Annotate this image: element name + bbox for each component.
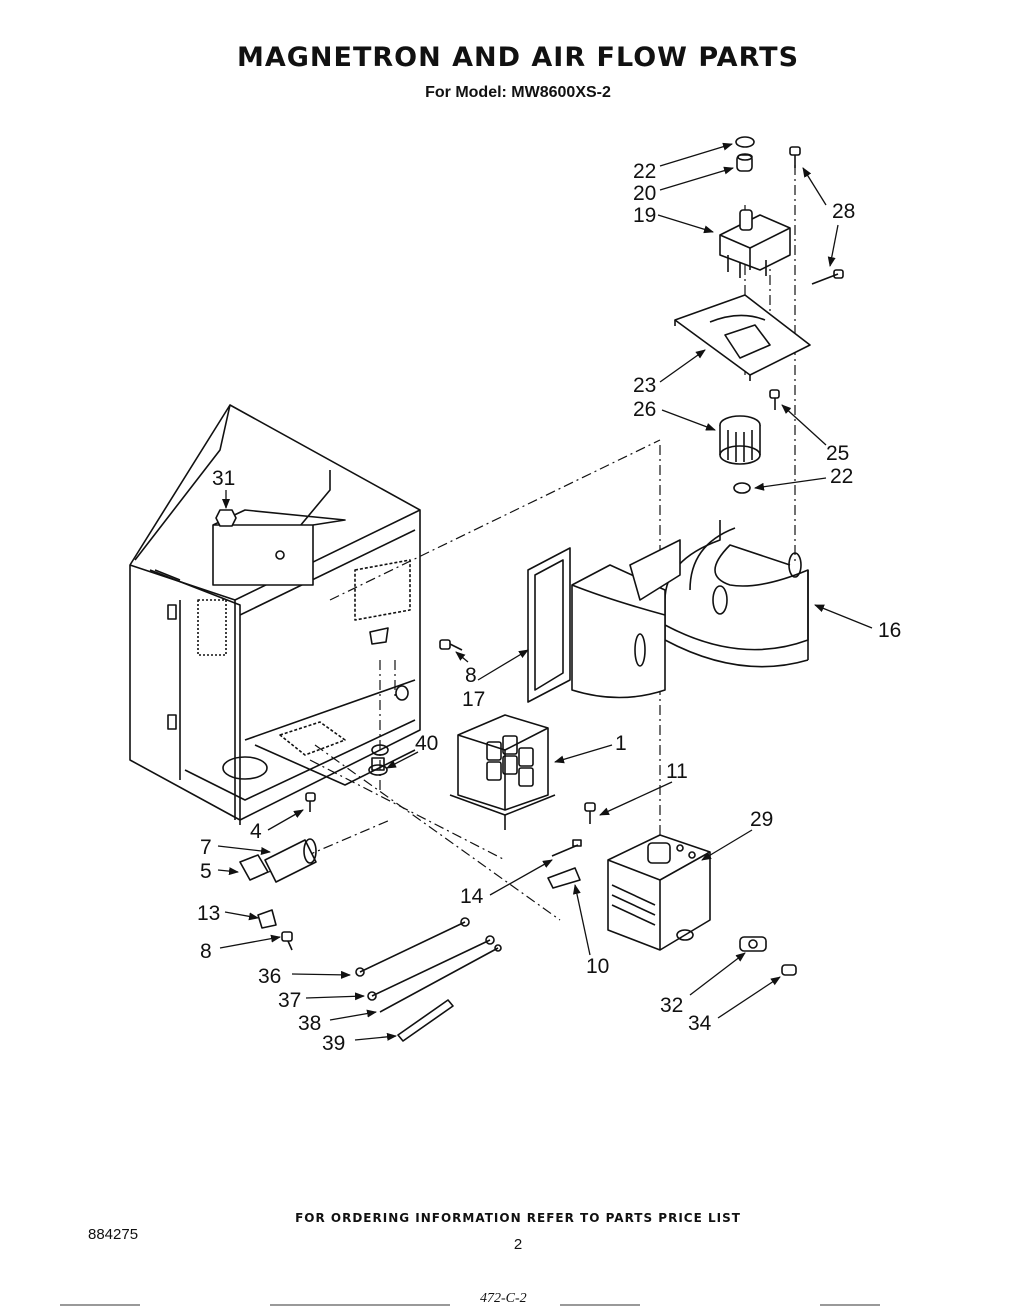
air-guide xyxy=(571,539,681,699)
callout-17: 17 xyxy=(462,688,485,711)
part-23-mounting-plate xyxy=(674,294,811,381)
callout-39: 39 xyxy=(322,1032,345,1055)
part-1-transformer xyxy=(449,714,556,830)
callout-22-bottom: 22 xyxy=(830,465,853,488)
part-32-thermal-cutout xyxy=(739,936,767,952)
callout-5: 5 xyxy=(200,860,212,883)
part-7-capacitor xyxy=(264,838,317,883)
callout-25: 25 xyxy=(826,442,849,465)
callout-4: 4 xyxy=(250,820,262,843)
callout-7: 7 xyxy=(200,836,212,859)
callout-labels: 22 20 19 28 23 26 25 22 31 16 8 17 1 40 … xyxy=(197,160,901,1055)
callout-38: 38 xyxy=(298,1012,321,1035)
callout-22-top: 22 xyxy=(633,160,656,183)
part-26-fan-blade xyxy=(719,415,761,465)
callout-16: 16 xyxy=(878,619,901,642)
callout-26: 26 xyxy=(633,398,656,421)
callout-20: 20 xyxy=(633,182,656,205)
callout-36: 36 xyxy=(258,965,281,988)
wire-harnesses xyxy=(355,917,502,1042)
part-34 xyxy=(781,964,797,976)
part-19-fan-motor xyxy=(719,209,791,278)
callout-14: 14 xyxy=(460,885,484,908)
callout-28: 28 xyxy=(832,200,855,223)
callout-1: 1 xyxy=(615,732,627,755)
callout-37: 37 xyxy=(278,989,301,1012)
callout-10: 10 xyxy=(586,955,609,978)
callout-31: 31 xyxy=(212,467,235,490)
callout-32: 32 xyxy=(660,994,683,1017)
part-17-gasket xyxy=(527,547,571,703)
cabinet-cavity xyxy=(129,404,421,825)
ordering-note: FOR ORDERING INFORMATION REFER TO PARTS … xyxy=(295,1211,741,1225)
callout-13: 13 xyxy=(197,902,220,925)
part-29-magnetron xyxy=(607,834,711,951)
page-number: 2 xyxy=(513,1236,523,1253)
model-subtitle: For Model: MW8600XS-2 xyxy=(425,84,611,101)
document-number: 884275 xyxy=(88,1226,139,1243)
callout-23: 23 xyxy=(633,374,656,397)
callout-40: 40 xyxy=(415,732,438,755)
handwritten-note: 472-C-2 xyxy=(480,1291,527,1306)
callout-8-lower: 8 xyxy=(200,940,212,963)
leader-arrows xyxy=(217,142,873,1041)
page-title: MAGNETRON AND AIR FLOW PARTS xyxy=(236,42,800,73)
part-16-air-duct xyxy=(664,520,809,668)
callout-8-upper: 8 xyxy=(465,664,477,687)
callout-19: 19 xyxy=(633,204,656,227)
callout-11: 11 xyxy=(666,760,688,783)
callout-34: 34 xyxy=(688,1012,712,1035)
callout-29: 29 xyxy=(750,808,773,831)
